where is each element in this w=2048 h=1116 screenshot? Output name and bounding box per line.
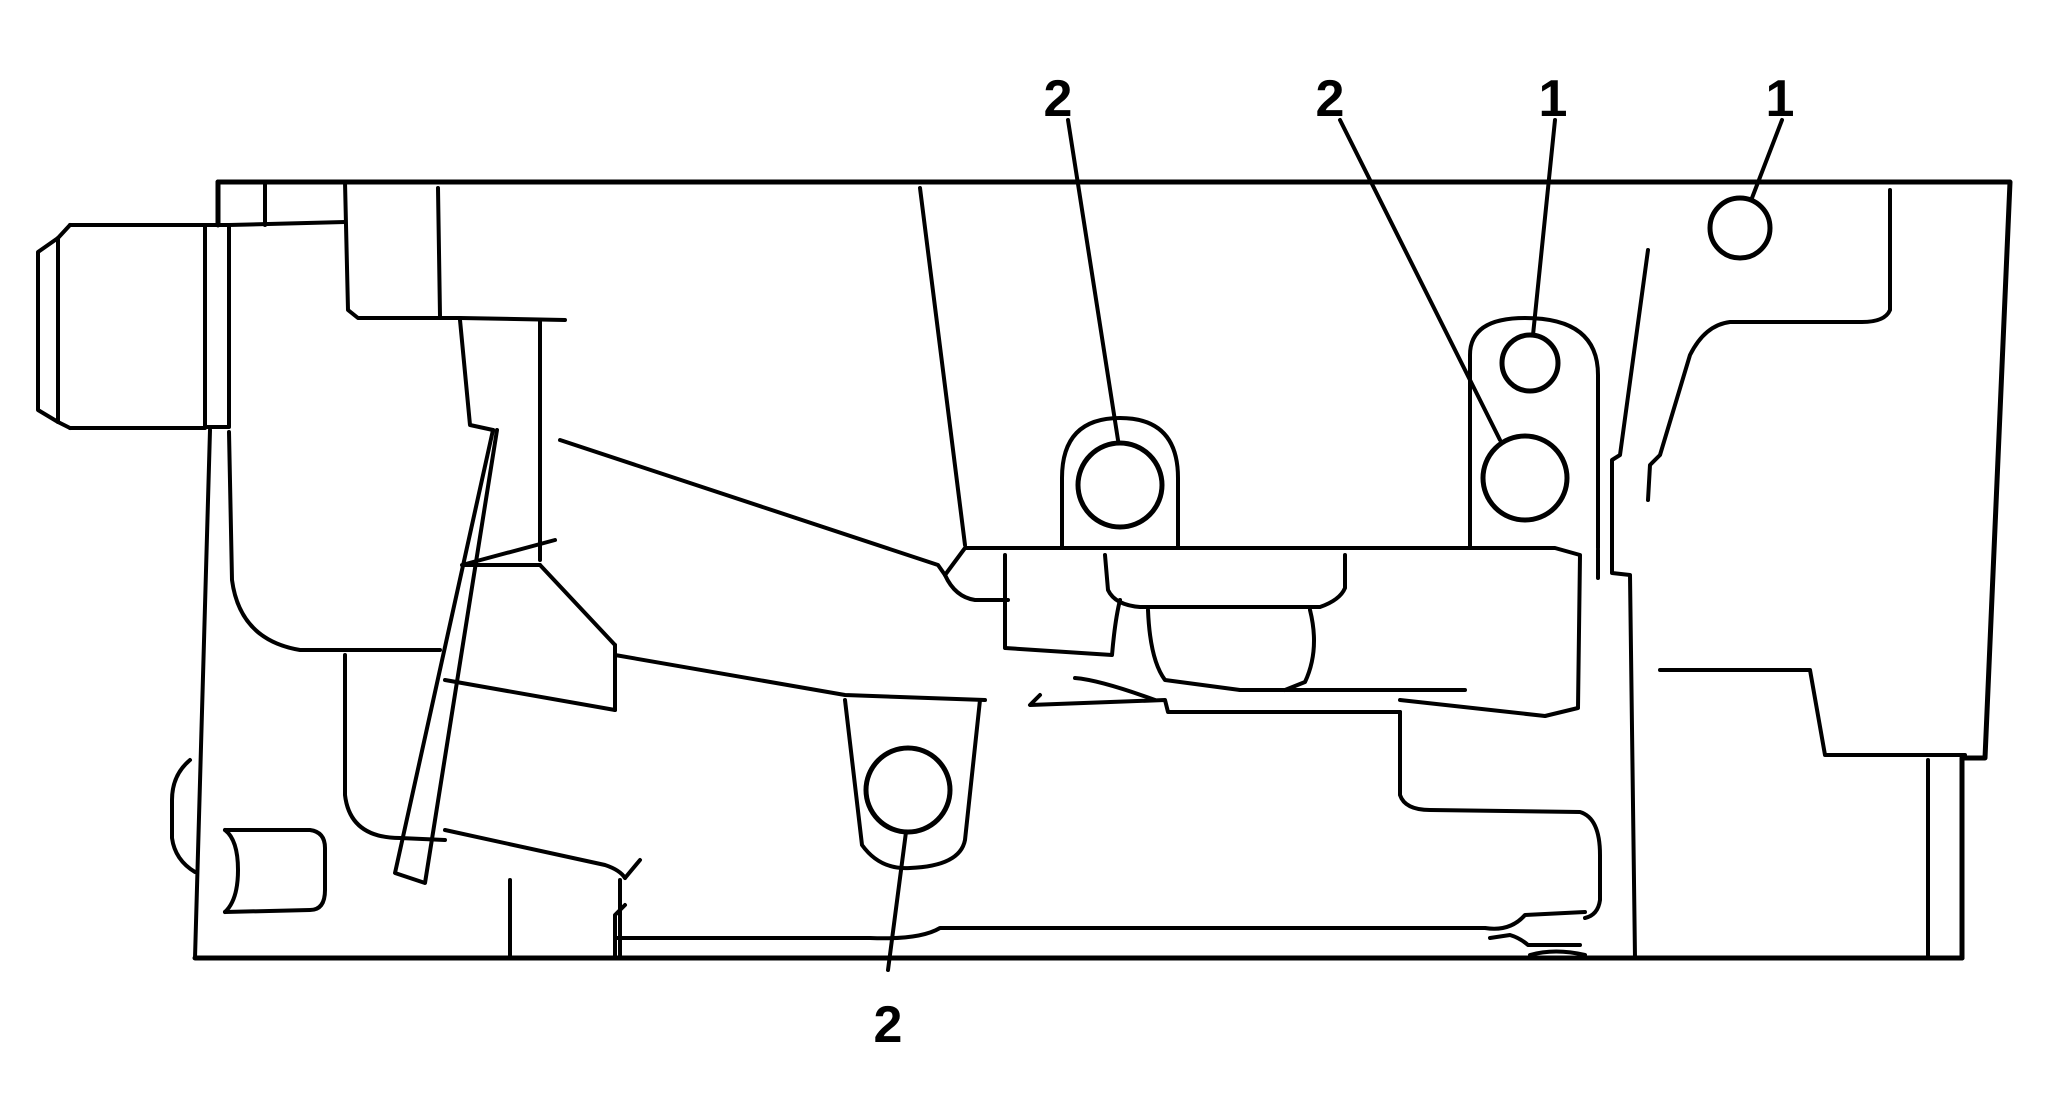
leader-line-1-right xyxy=(1531,118,1557,337)
bolt-hole-lower-right xyxy=(1480,433,1570,523)
leader-line-2-lower xyxy=(886,830,908,972)
callout-label-c2: 2 xyxy=(1316,70,1345,128)
bolt-boss-center xyxy=(1060,416,1180,550)
bolt-hole-upper-right xyxy=(1499,332,1561,394)
callout-label-c1: 2 xyxy=(1044,70,1073,128)
leader-line-2-center xyxy=(1066,118,1120,442)
callout-leaders xyxy=(886,118,1784,972)
bolt-hole-center xyxy=(1075,440,1165,530)
callout-label-c4: 1 xyxy=(1766,70,1795,128)
leader-line-2-right xyxy=(1338,118,1502,442)
cylinder-head-outline xyxy=(192,179,2013,961)
leader-line-1-far-right xyxy=(1750,118,1784,200)
callout-label-c5: 2 xyxy=(874,996,903,1054)
bolt-hole-top-right xyxy=(1707,195,1773,261)
coolant-pipe-fitting xyxy=(36,220,347,430)
bolt-boss-right-double xyxy=(1468,316,1600,550)
casting-detail-lines xyxy=(170,180,1967,960)
bolt-boss-lower xyxy=(843,698,982,871)
bolt-hole-lower xyxy=(863,745,953,835)
callout-label-c3: 1 xyxy=(1539,70,1568,128)
